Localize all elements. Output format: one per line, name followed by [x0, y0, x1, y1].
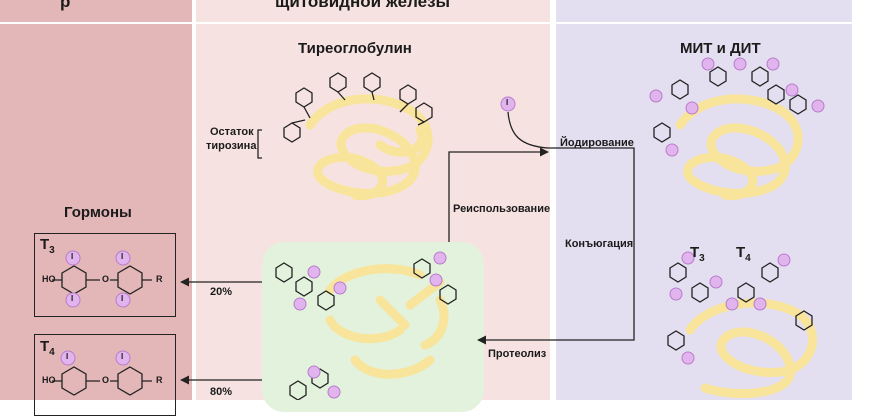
tyrosine-residues	[283, 72, 433, 143]
t4-percent: 80%	[210, 386, 233, 398]
t4-r-label: R	[156, 375, 163, 385]
t4-iodine-1: I	[66, 352, 69, 361]
t4-protein-label: T4	[736, 244, 751, 264]
t3-box-subscript: 3	[49, 245, 55, 256]
t4-box-label: T4	[40, 338, 55, 358]
t3-o-label: O	[102, 274, 110, 284]
t3-iodine-4: I	[121, 294, 124, 303]
iodination-label: Йодирование	[560, 137, 634, 149]
t3-box-label: T3	[40, 236, 55, 256]
tyrosine-residue-line2: тирозина	[206, 140, 257, 152]
t3-percent: 20%	[210, 286, 233, 298]
right-header	[556, 0, 852, 24]
t3-ho-label: HO	[42, 274, 56, 284]
hormones-title: Гормоны	[64, 204, 132, 221]
t4-box-letter: T	[40, 338, 50, 355]
reuse-label: Реиспользование	[453, 203, 551, 215]
t4-structure	[52, 366, 152, 396]
t4-ho-label: HO	[42, 375, 56, 385]
left-header-text: р	[60, 0, 71, 11]
t4-subscript: 4	[745, 253, 751, 264]
t3-letter: T	[690, 244, 700, 261]
t4-box-subscript: 4	[49, 347, 55, 358]
mit-dit-protein	[675, 94, 803, 201]
t3-hormone-box	[34, 233, 176, 317]
diagram-graphics	[52, 57, 825, 400]
mit-dit-title: МИТ и ДИТ	[680, 40, 761, 57]
t4-iodine-2: I	[121, 352, 124, 361]
iodine-atoms	[60, 57, 825, 399]
t3-iodine-2: I	[71, 294, 74, 303]
middle-header	[196, 0, 550, 24]
middle-header-text: щитовидной железы	[275, 0, 451, 11]
t3-protein-label: T3	[690, 244, 705, 264]
proteolysis-label: Протеолиз	[488, 348, 547, 360]
hormones-panel	[0, 0, 192, 400]
t3-subscript: 3	[699, 253, 705, 264]
thyroglobulin-title: Тиреоглобулин	[298, 40, 412, 57]
t3-structure	[52, 265, 152, 295]
t3-iodine-1: I	[71, 252, 74, 261]
t3-iodine-3: I	[121, 252, 124, 261]
tyrosine-residue-line1: Остаток	[210, 126, 254, 138]
t3-r-label: R	[156, 274, 163, 284]
conjugation-label: Конъюгация	[565, 238, 634, 250]
t4-letter: T	[736, 244, 746, 261]
left-header	[0, 0, 192, 24]
thyroglobulin-protein	[305, 94, 433, 201]
t3-box-letter: T	[40, 236, 50, 253]
iodide-letter: I	[506, 98, 509, 107]
t4-o-label: O	[102, 375, 110, 385]
